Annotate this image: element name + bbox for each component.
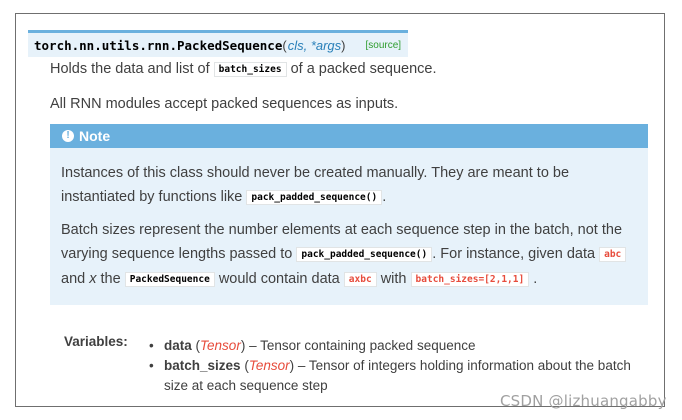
source-link[interactable]: [source] (365, 39, 402, 51)
variables-list: data (Tensor) – Tensor containing packed… (147, 336, 637, 396)
signature-args: cls, *args (287, 37, 342, 53)
variable-type-open: ( (244, 358, 249, 373)
variable-type-link[interactable]: Tensor (248, 358, 290, 373)
note-body: Instances of this class should never be … (61, 161, 646, 300)
math-variable: x (89, 271, 97, 287)
note-text: . (533, 271, 538, 287)
variable-description: – Tensor containing packed sequence (249, 338, 476, 353)
info-circle-icon: ! (62, 130, 74, 142)
inline-code: axbc (343, 272, 377, 287)
variable-description: – Tensor of integers holding information… (164, 358, 631, 393)
note-text: . For instance, given data (432, 246, 596, 262)
intro-text: of a packed sequence. (290, 61, 437, 77)
note-text: Instances of this class should never be … (61, 165, 570, 205)
inline-code: batch_sizes=[2,1,1] (410, 272, 530, 287)
watermark: CSDN @lizhuangabby (500, 392, 667, 410)
api-signature: torch.nn.utils.rnn.PackedSequence(cls, *… (28, 30, 409, 57)
signature-name: torch.nn.utils.rnn.PackedSequence (34, 37, 283, 53)
inline-code: batch_sizes (213, 62, 287, 77)
inline-code: pack_padded_sequence() (246, 190, 383, 205)
intro-paragraph-2: All RNN modules accept packed sequences … (50, 96, 399, 112)
note-paragraph-1: Instances of this class should never be … (61, 161, 646, 210)
note-text: would contain data (218, 271, 340, 287)
note-text: the (100, 271, 121, 287)
variable-type-close: ) (240, 338, 246, 353)
note-text: and (61, 271, 86, 287)
note-text: with (380, 271, 407, 287)
variable-type-close: ) (289, 358, 295, 373)
note-text: Batch sizes represent the number element… (61, 222, 623, 262)
signature-open-paren: ( (282, 37, 287, 53)
intro-text: Holds the data and list of (50, 61, 210, 77)
note-title: Note (79, 128, 111, 144)
note-paragraph-2: Batch sizes represent the number element… (61, 218, 646, 292)
variable-item: batch_sizes (Tensor) – Tensor of integer… (147, 356, 637, 396)
variable-name: batch_sizes (164, 358, 241, 373)
inline-code: pack_padded_sequence() (296, 247, 433, 262)
variable-type-link[interactable]: Tensor (200, 338, 241, 353)
note-header: ! Note (50, 124, 648, 148)
variable-item: data (Tensor) – Tensor containing packed… (147, 336, 637, 356)
variable-type-open: ( (195, 338, 201, 353)
variables-label: Variables: (64, 334, 128, 349)
signature-close-paren: ) (341, 37, 346, 53)
note-text: . (382, 189, 387, 205)
variable-name: data (164, 338, 192, 353)
note-admonition: ! Note Instances of this class should ne… (50, 124, 648, 305)
intro-paragraph-1: Holds the data and list of batch_sizes o… (50, 61, 437, 77)
inline-code: PackedSequence (124, 272, 215, 287)
inline-code: abc (599, 247, 627, 262)
